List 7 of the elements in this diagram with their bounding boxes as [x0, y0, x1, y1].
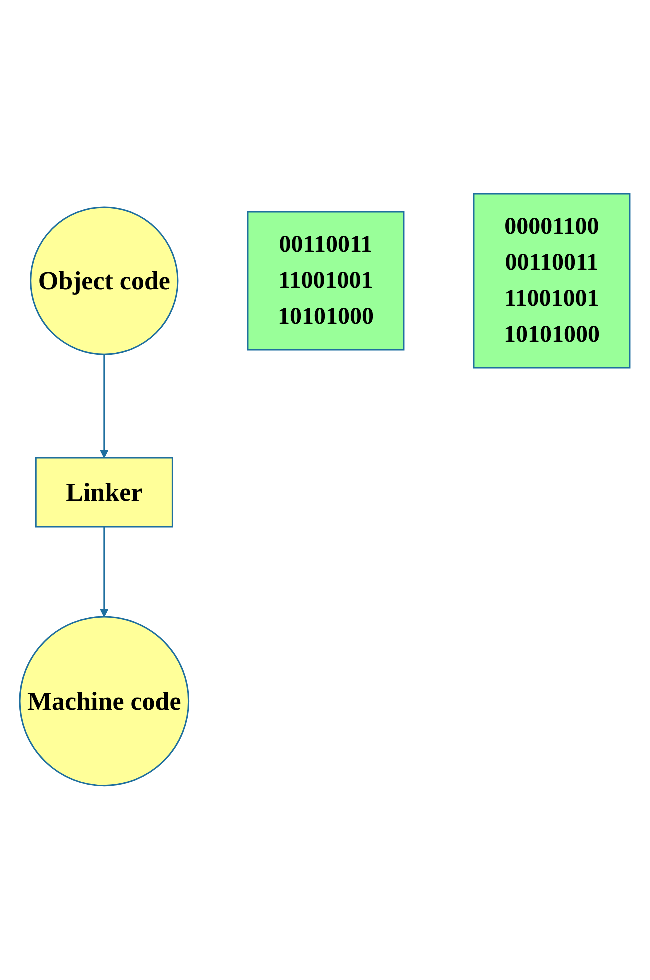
node-box: 00001100 00110011 11001001 10101000: [473, 193, 631, 369]
node-circle: Object code: [30, 206, 179, 356]
node-circle: Machine code: [19, 616, 190, 787]
node-box: 00110011 11001001 10101000: [247, 211, 405, 351]
arrow: [100, 354, 109, 458]
arrow: [100, 527, 109, 618]
node-box: Linker: [35, 457, 174, 528]
